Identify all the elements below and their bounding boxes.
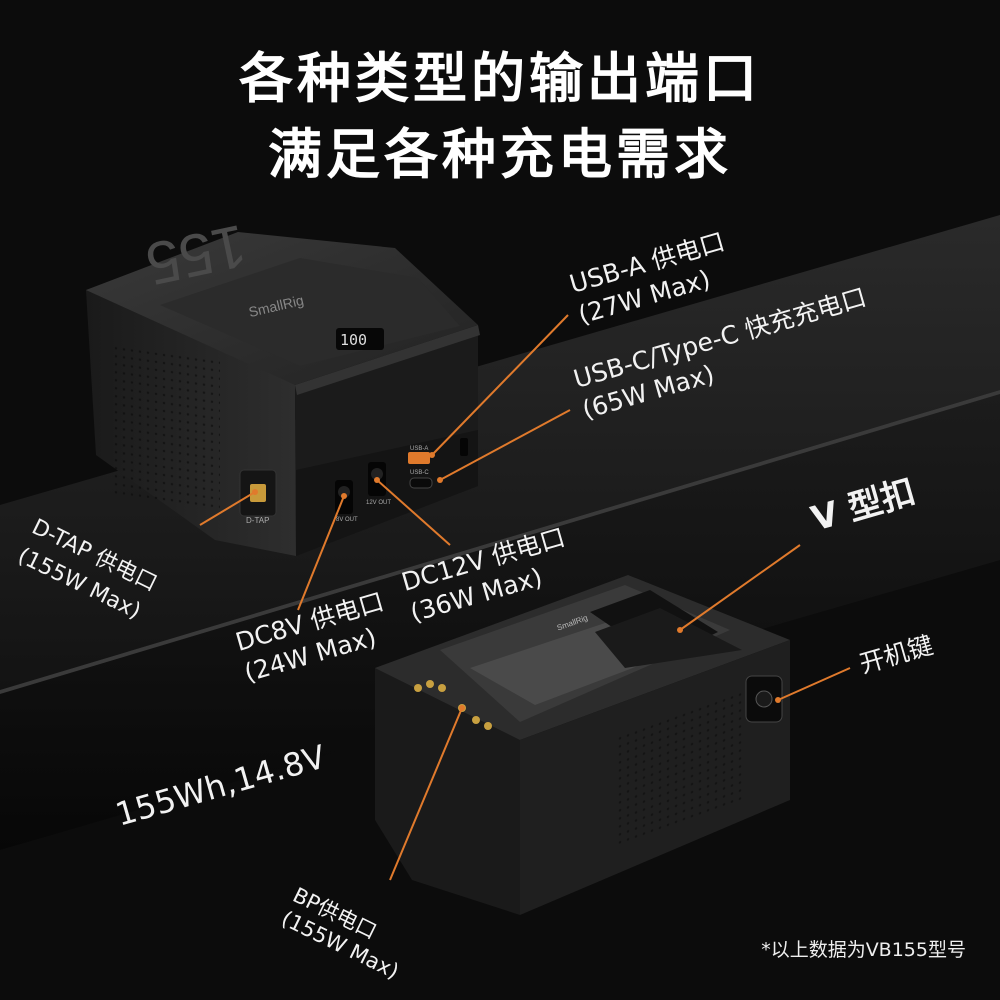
shelf-top [0,215,1000,690]
port-label-usb-c: USB-C [410,470,429,476]
port-label-8v: 8V OUT [336,517,358,523]
shelf-front [0,390,1000,850]
top-device-display: 100 [340,331,367,349]
footnote: *以上数据为VB155型号 [761,939,966,961]
top-device [86,232,480,556]
port-label-12v: 12V OUT [366,500,391,506]
headline-line1: 各种类型的输出端口 [239,47,761,110]
port-label-usb-a: USB-A [410,446,428,452]
bottom-device [375,575,790,915]
leader-lines [199,314,851,881]
port-label-dtap: D-TAP [246,516,269,525]
headline-line2: 满足各种充电需求 [268,123,732,186]
